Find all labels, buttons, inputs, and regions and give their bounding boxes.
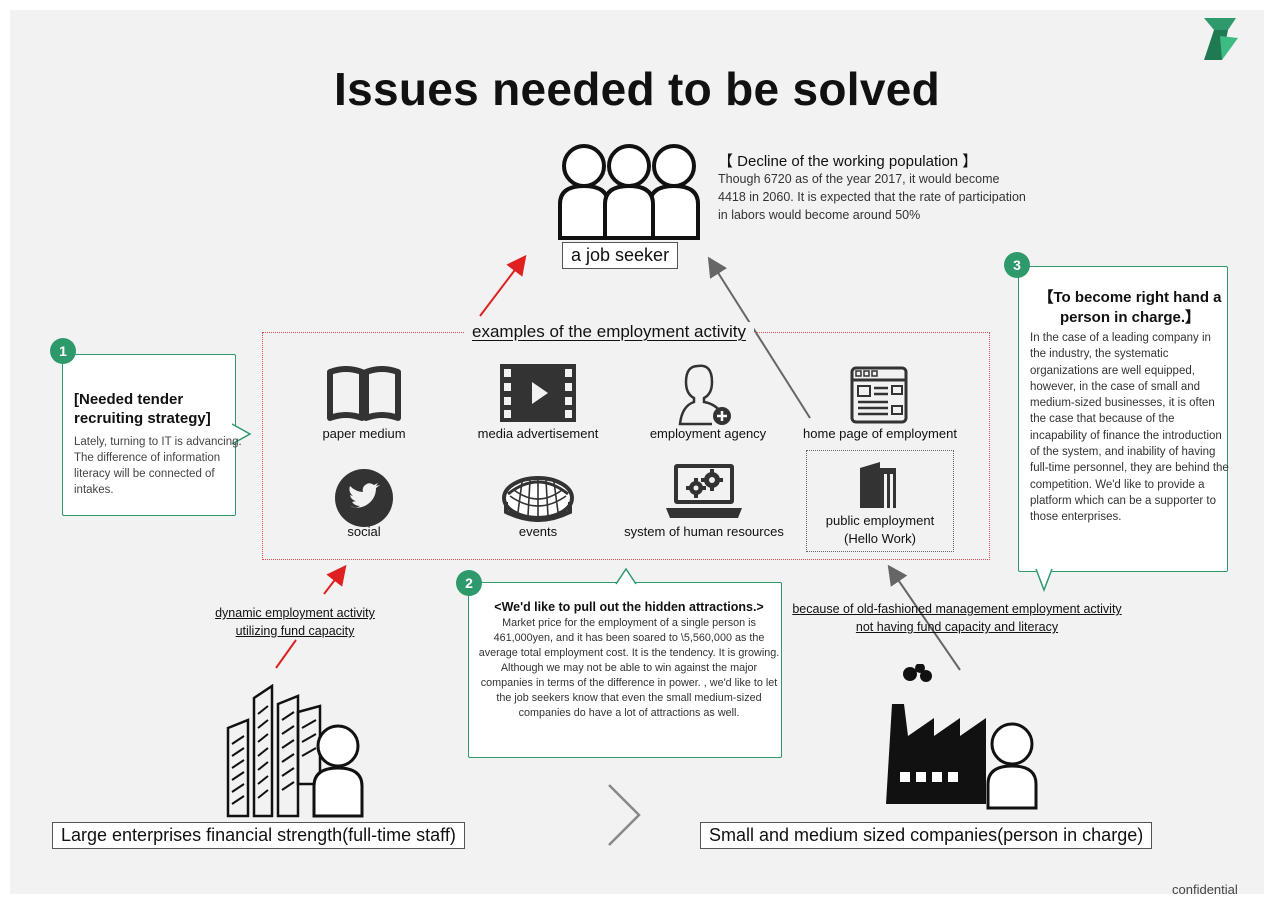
activity-label-social: social: [347, 524, 381, 539]
decline-heading: 【 Decline of the working population 】: [718, 153, 978, 170]
callout-3: [1018, 266, 1228, 572]
arrow-homepage-to-seeker: [707, 256, 811, 419]
callout-1: [62, 354, 236, 516]
dome-icon: [502, 476, 574, 522]
arrow-small-to-hellowork: [887, 564, 961, 671]
callout-2-tail: [615, 568, 637, 585]
callout-3-body: In the case of a leading company in the …: [1030, 332, 1229, 524]
laptop-gears-icon: [666, 464, 742, 518]
slide: Issues needed to be solved a job seeker …: [10, 10, 1264, 897]
right-link-text: because of old-fashioned management empl…: [792, 602, 1122, 634]
twitter-bird-icon: [335, 469, 393, 527]
small-medium-label: Small and medium sized companies(person …: [700, 822, 1153, 849]
callout-1-badge: 1: [50, 338, 76, 364]
callout-1-tail: [232, 423, 252, 445]
arrow-large-to-activity: [275, 639, 297, 669]
arrow-link-to-activity: [323, 564, 347, 595]
skyscrapers-person-icon: [226, 684, 364, 818]
logo-icon: [1204, 18, 1238, 60]
activity-label-homepage: home page of employment: [803, 426, 957, 441]
activity-label-hello-work: public employment (Hello Work): [810, 512, 950, 548]
job-seeker-label: a job seeker: [562, 242, 679, 269]
callout-2-badge: 2: [456, 570, 482, 596]
job-seeker-group-icon: [558, 144, 700, 240]
hello-work-line1: public employment: [825, 513, 935, 528]
activity-label-paper: paper medium: [322, 426, 406, 441]
callout-2-body-1: Market price for the employment of a sin…: [478, 617, 780, 659]
activity-label-events: events: [518, 524, 558, 539]
hello-work-line2: (Hello Work): [844, 531, 916, 546]
activity-label-media: media advertisement: [477, 426, 599, 441]
page-title: Issues needed to be solved: [333, 63, 940, 115]
callout-3-tail: [1035, 568, 1053, 592]
factory-person-icon: [886, 664, 1038, 810]
activity-label-hr-system: system of human resources: [624, 524, 784, 539]
callout-2-heading: <We'd like to pull out the hidden attrac…: [494, 600, 764, 614]
callout-2-body-2: Although we may not be able to win again…: [480, 662, 778, 719]
confidential-footer: confidential: [1172, 882, 1238, 897]
greater-than-icon: [608, 784, 641, 846]
callout-2: [468, 582, 782, 758]
person-plus-icon: [678, 364, 731, 426]
web-page-icon: [850, 366, 908, 424]
arrows-layer: [275, 254, 961, 671]
large-enterprises-label: Large enterprises financial strength(ful…: [52, 822, 465, 849]
decline-body: Though 6720 as of the year 2017, it woul…: [718, 172, 1026, 222]
activity-label-agency: employment agency: [649, 426, 767, 441]
callout-1-body: Lately, turning to IT is advancing. The …: [74, 436, 242, 496]
film-play-icon: [500, 364, 576, 422]
hello-work-box: [806, 450, 954, 552]
callout-3-badge: 3: [1004, 252, 1030, 278]
callout-2-body: Market price for the employment of a sin…: [476, 616, 782, 721]
callout-3-heading: 【To become right hand a person in charge…: [1038, 289, 1222, 326]
book-icon: [327, 366, 401, 421]
building-icon: [860, 462, 896, 508]
callout-1-heading: [Needed tender recruiting strategy]: [74, 391, 211, 427]
employment-activity-title: examples of the employment activity: [464, 322, 755, 342]
arrow-activity-to-seeker: [479, 254, 527, 317]
left-link-text: dynamic employment activity utilizing fu…: [215, 606, 375, 638]
